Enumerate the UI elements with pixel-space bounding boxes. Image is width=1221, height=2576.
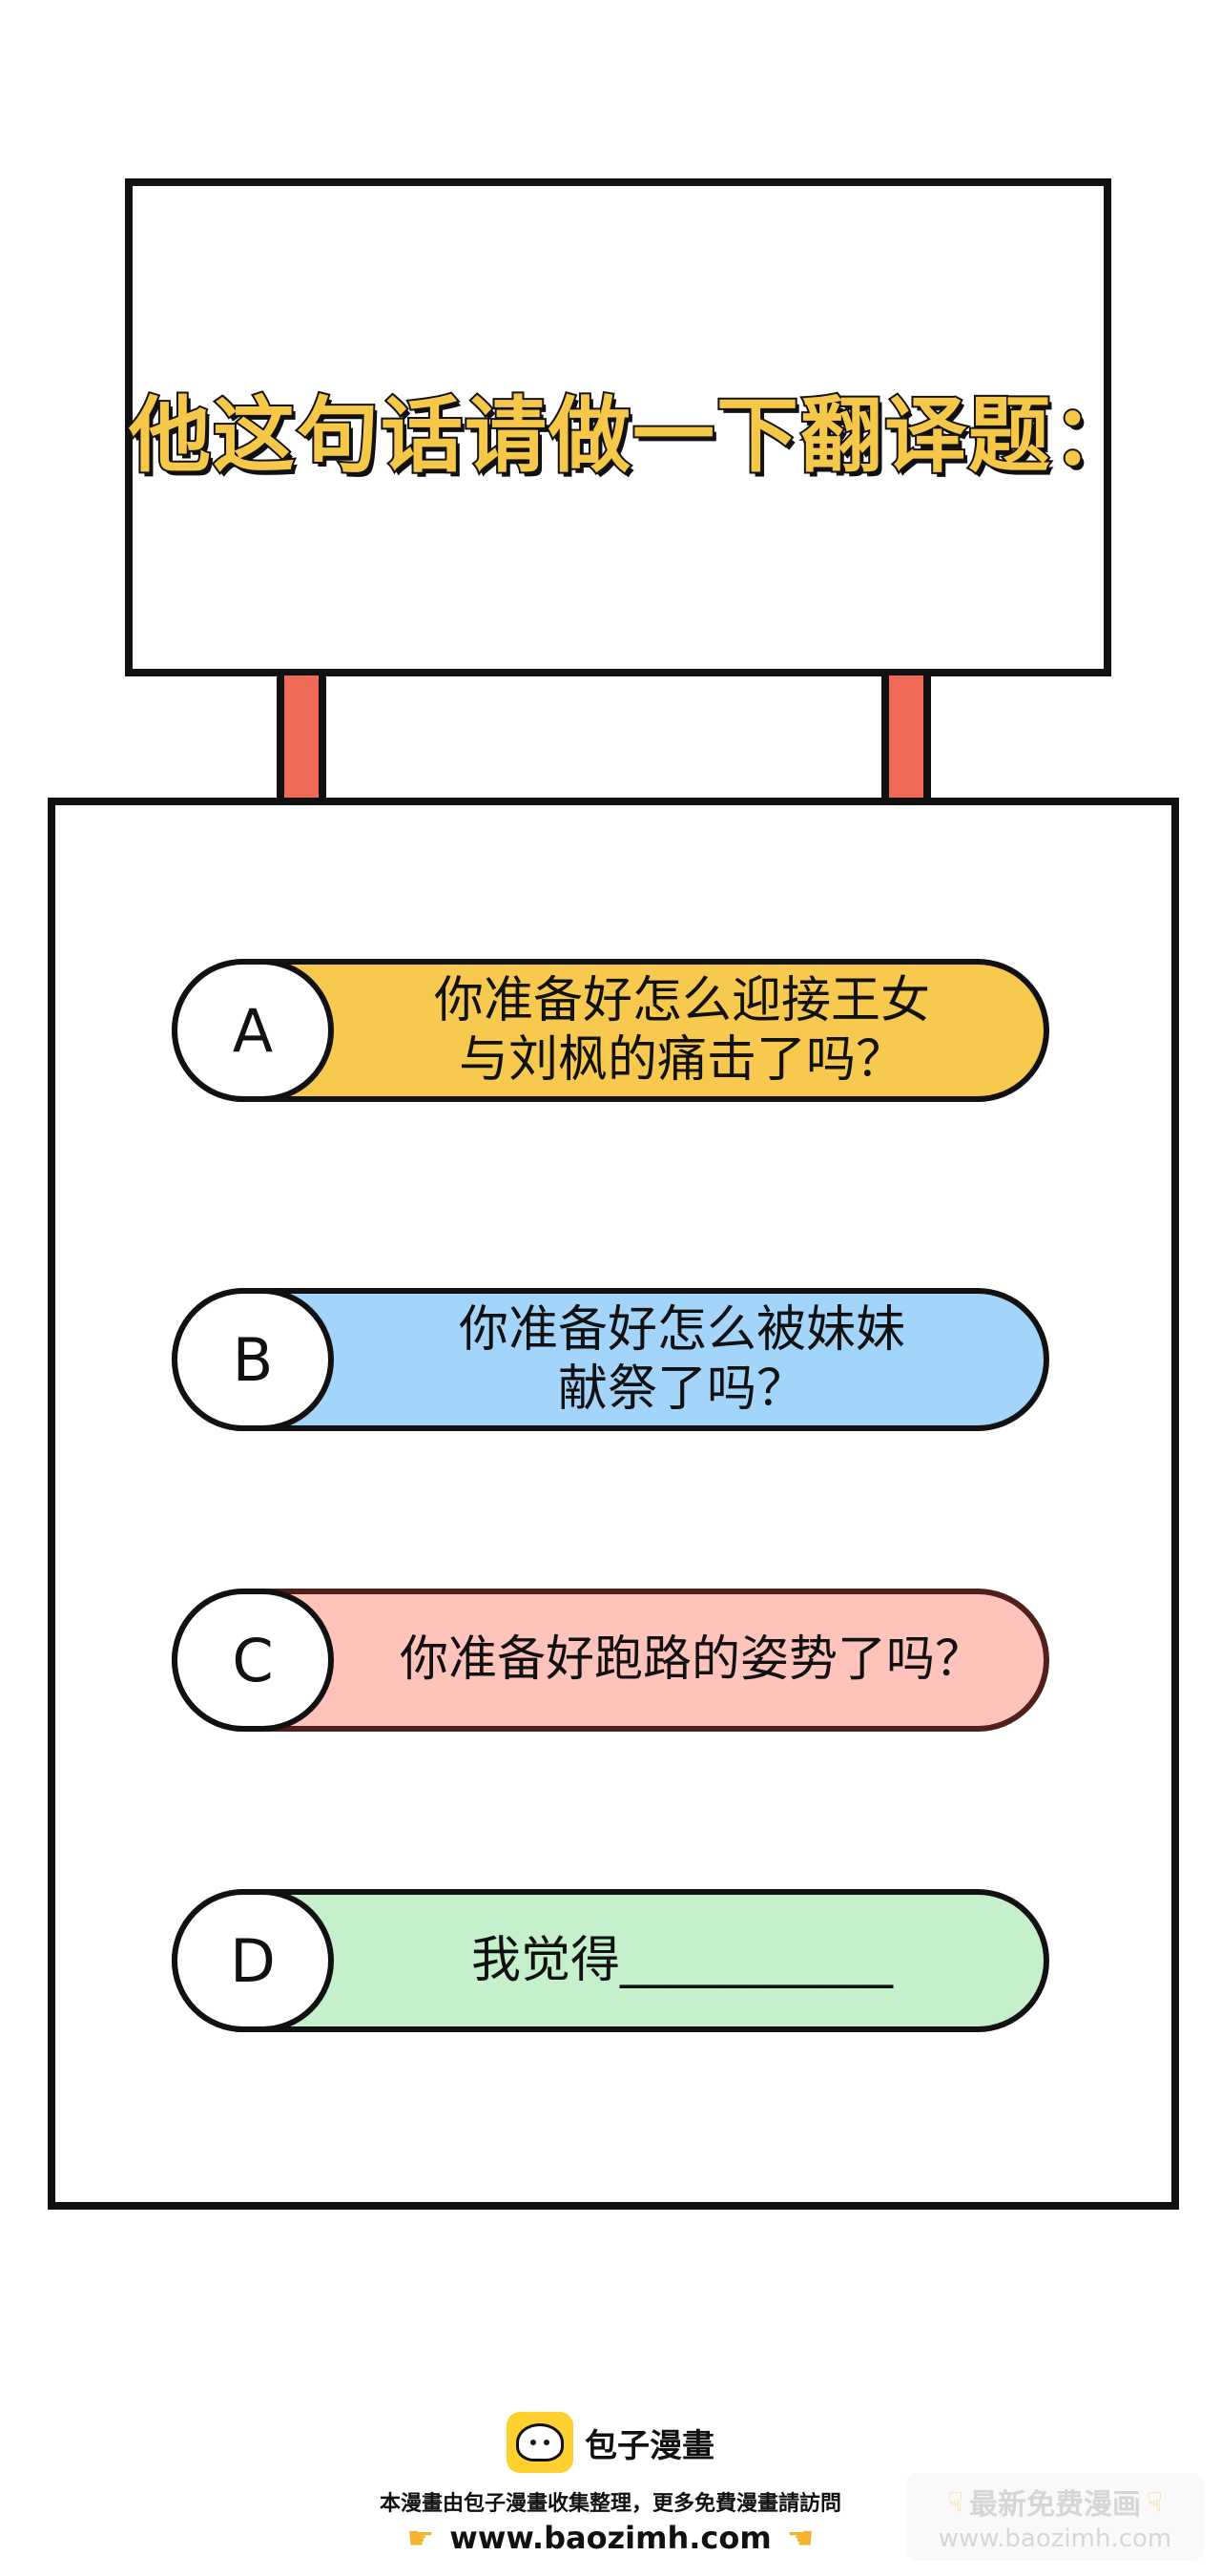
footer-url-link[interactable]: www.baozimh.com: [449, 2520, 772, 2556]
option-a-letter: A: [172, 959, 334, 1102]
option-d-letter: D: [172, 1889, 334, 2032]
footer-note: 本漫畫由包子漫畫收集整理，更多免費漫畫請訪問: [379, 2492, 841, 2516]
option-c-letter: C: [172, 1589, 334, 1732]
sign-board: 他这句话请做一下翻译题：: [125, 178, 1136, 676]
watermark-url: www.baozimh.com: [938, 2524, 1172, 2553]
brand-name: 包子漫畫: [585, 2426, 714, 2465]
option-b-text: 你准备好怎么被妹妹 献祭了吗？: [458, 1301, 905, 1418]
pointing-down-hand-icon: ☟: [1147, 2485, 1164, 2518]
option-c-text: 你准备好跑路的姿势了吗？: [399, 1631, 983, 1688]
option-d-text: 我觉得___________: [470, 1932, 893, 1989]
footer-url-row[interactable]: ☛ www.baozimh.com ☚: [0, 2517, 1221, 2559]
sign-title: 他这句话请做一下翻译题：: [127, 386, 1136, 486]
option-a-text: 你准备好怎么迎接王女 与刘枫的痛击了吗？: [433, 972, 930, 1089]
pointing-left-hand-icon: ☚: [786, 2520, 815, 2556]
watermark-badge[interactable]: ☟ 最新免费漫画 ☟ www.baozimh.com: [906, 2473, 1204, 2561]
option-d[interactable]: D 我觉得___________: [172, 1889, 1049, 2032]
option-a[interactable]: A 你准备好怎么迎接王女 与刘枫的痛击了吗？: [172, 959, 1049, 1102]
sign-post-right: [881, 675, 931, 801]
footer-brand[interactable]: 包子漫畫: [0, 2409, 1221, 2476]
option-b-letter: B: [172, 1288, 334, 1431]
option-b[interactable]: B 你准备好怎么被妹妹 献祭了吗？: [172, 1288, 1049, 1431]
option-c[interactable]: C 你准备好跑路的姿势了吗？: [172, 1589, 1049, 1732]
watermark-label: 最新免费漫画: [969, 2488, 1141, 2522]
sign-post-left: [277, 675, 326, 801]
bun-logo-icon: [507, 2412, 573, 2473]
pointing-right-hand-icon: ☛: [406, 2520, 435, 2556]
pointing-down-hand-icon: ☟: [946, 2485, 963, 2518]
